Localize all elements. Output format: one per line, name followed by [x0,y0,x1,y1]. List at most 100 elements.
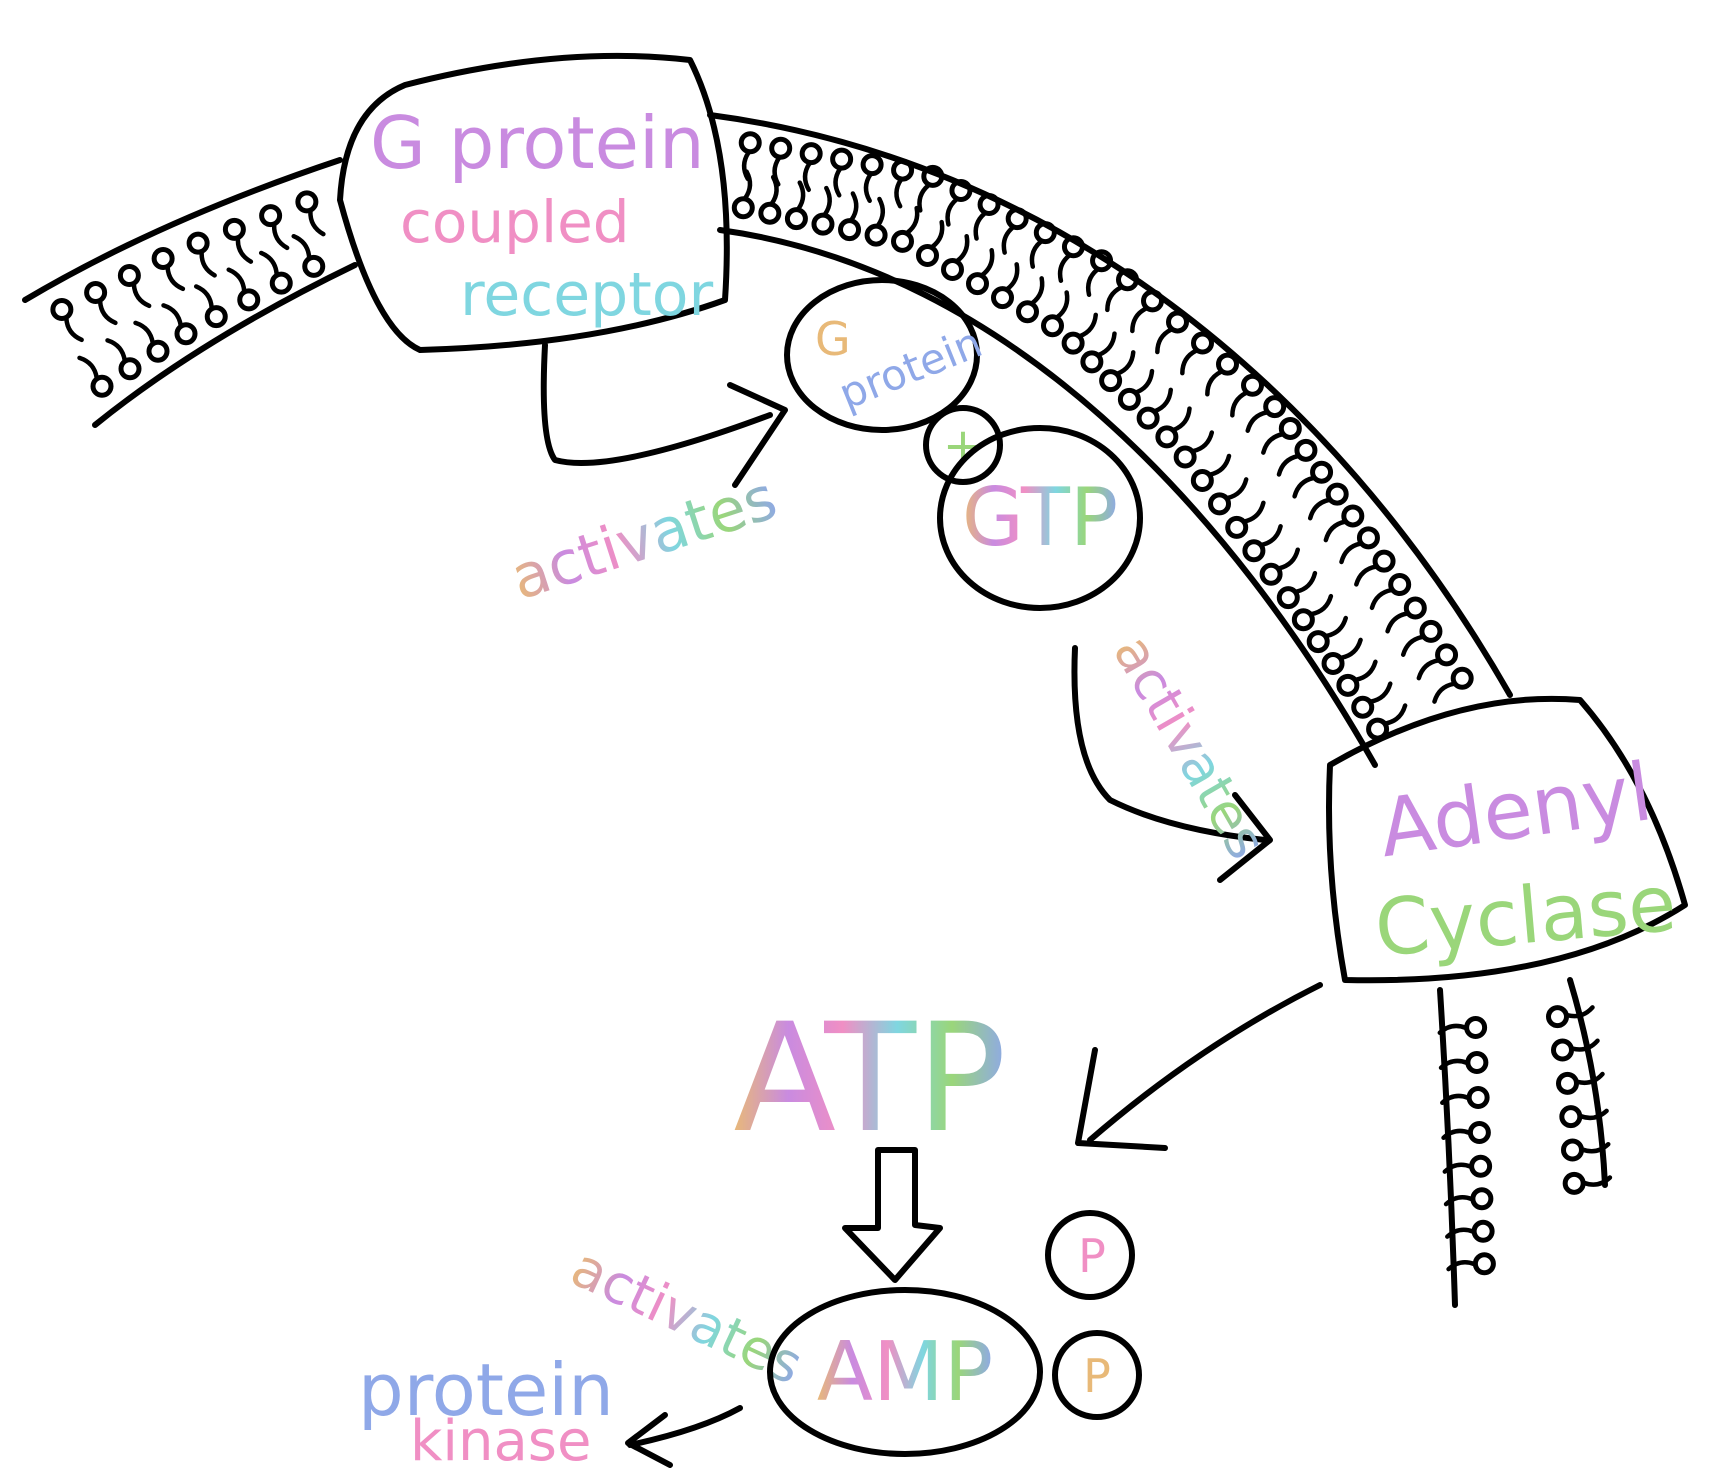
phospholipid-head [1166,310,1189,334]
arrow-gpcr-to-gprotein [540,342,788,488]
phospholipid-tail [930,219,945,250]
phosphate-label-2: P [1083,1349,1111,1403]
phospholipid-tail [1442,1162,1473,1174]
phospholipid-head [738,131,762,155]
arrow-atp-to-amp [842,1147,943,1283]
phospholipid-tail [863,172,873,203]
membrane-inner-right [717,227,1378,768]
atp-label: ATP [733,992,1006,1166]
phospholipid-head [1465,1051,1489,1074]
phosphate-circle-1 [1045,1210,1135,1300]
phospholipid-tail [905,205,920,235]
amp-label: AMP [817,1325,993,1420]
phospholipid-tail [1105,285,1124,313]
phospholipid-tail [1416,658,1441,681]
phospholipid-head [1325,482,1349,506]
membrane-outer-right [707,112,1513,698]
phospholipid-tail [1115,350,1136,376]
phospholipid-head [838,218,862,242]
phospholipid-tail [894,177,904,209]
phospholipid-tail [199,250,217,278]
activates-label-1: activates [503,463,785,614]
phospholipid-tail [1441,1128,1472,1141]
phospholipid-head [1155,425,1179,449]
phospholipid-head [830,147,854,171]
cell-membrane [22,112,1613,1308]
phospholipid-head [90,374,114,398]
phospholipid-tail [226,267,247,294]
phospholipid-tail [973,211,987,241]
phospholipid-tail [258,250,279,277]
phospholipid-head [1080,350,1104,374]
phospholipid-head [1341,504,1365,528]
phospholipid-head [1336,673,1360,697]
phospholipid-head [151,247,175,270]
phospholipid-tail [161,303,183,328]
amp-circle [767,1287,1043,1457]
gpcr-box: G protein coupled receptor [337,52,730,353]
phosphate-2: P [1052,1330,1142,1420]
phospholipid-head [991,286,1014,310]
phospholipid-head [1450,666,1474,690]
phospholipid-head [1467,1121,1491,1144]
phospholipid-head [1471,1219,1495,1243]
phospholipid-tail [1294,570,1318,594]
phospholipid-head [864,223,888,247]
phospholipid-head [1116,268,1139,292]
phospholipid-tail [1180,348,1199,376]
phospholipid-tail [1245,410,1269,433]
phospholipid-tail [165,265,186,292]
phospholipid-tail [743,169,753,201]
phospholipid-tail [1155,327,1174,355]
phospholipid-head [1278,416,1302,440]
phospholipid-tail [1432,681,1457,704]
phospholipid-tail [849,191,859,223]
phospholipid-tail [1324,615,1348,639]
phospholipid-tail [1242,500,1266,524]
g-protein-circle [784,277,980,433]
phospholipid-tail [1565,1005,1595,1019]
phospholipid-head [949,178,973,202]
phospholipid-tail [1261,432,1285,455]
phospholipid-tail [105,338,127,363]
phospholipid-head [1562,1171,1586,1195]
phospholipid-bilayer [50,131,1613,1276]
arrows [540,342,1323,1468]
phospholipid-tail [1307,497,1332,521]
phospholipid-head [1419,619,1443,643]
phospholipid-head [1242,539,1266,563]
protein-kinase-line1: protein [358,1348,614,1432]
phospholipid-tail [271,222,290,251]
phospholipid-head [50,298,74,321]
phospholipid-tail [77,355,99,381]
phospholipid-tail [1309,593,1334,617]
phospholipid-head [269,271,293,295]
gpcr-label-line3: receptor [460,260,713,330]
phospholipid-head [1117,387,1141,411]
phospholipid-tail [796,180,806,212]
phospholipid-head [1469,1154,1493,1178]
phospholipid-tail [1230,390,1249,418]
phospholipid-head [1241,373,1264,397]
phospholipid-tail [1570,1038,1600,1052]
phospholipid-tail [1096,331,1117,358]
phospholipid-tail [1134,368,1155,395]
phospholipid-tail [1029,239,1044,269]
phospholipid-head [1216,352,1239,376]
phospholipid-head [1356,526,1380,550]
phospholipid-tail [1005,262,1020,292]
phospholipid-tail [133,320,155,346]
phospholipid-tail [1445,1227,1476,1239]
phospholipid-tail [1400,634,1425,657]
phospholipid-tail [1077,312,1098,339]
phospholipid-tail [1354,564,1378,587]
phospholipid-tail [131,282,152,309]
g-protein-label-line2: protein [832,318,989,419]
adenyl-cyclase-line2: Cyclase [1371,859,1679,975]
phospholipid-tail [1152,387,1173,414]
phospholipid-head [1041,314,1064,338]
phospholipid-head [811,212,835,236]
phospholipid-head [1099,369,1123,393]
phospholipid-head [1294,438,1318,462]
phosphate-1: P [1045,1210,1135,1300]
